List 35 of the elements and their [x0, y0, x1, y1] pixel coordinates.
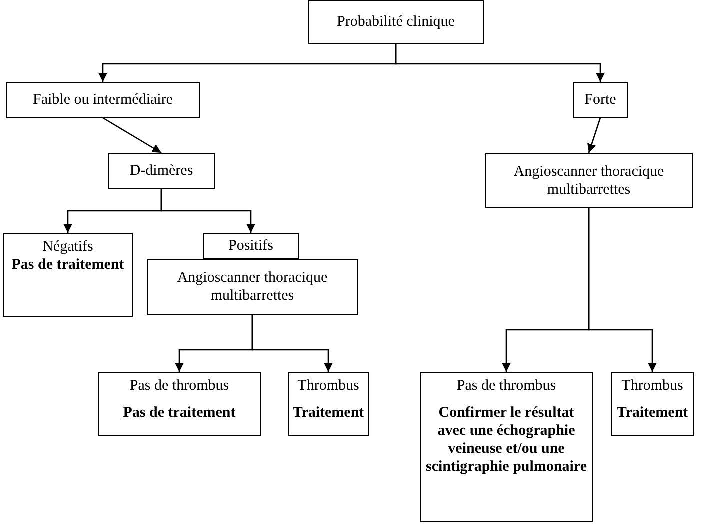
arrow	[588, 118, 602, 154]
process-box	[203, 233, 299, 259]
process-box	[108, 153, 215, 189]
box-note: Confirmer le résultat avec une échographie veineuse et/ou une scintigraphie pulmonaire	[426, 404, 587, 476]
box-heading: Pas de thrombus	[130, 377, 230, 395]
box-note: Pas de traitement	[123, 404, 236, 422]
box-heading: Thrombus	[298, 377, 360, 395]
box-heading: D-dimères	[130, 162, 194, 180]
process-box	[147, 259, 358, 315]
box-heading: Pas de thrombus	[456, 377, 556, 395]
box-heading: Angioscanner thoracique multibarrettes	[512, 162, 666, 198]
arrow	[102, 117, 162, 154]
box-heading: Négatifs	[42, 238, 94, 256]
process-box	[611, 372, 694, 436]
arrow	[160, 189, 256, 233]
process-box	[288, 372, 369, 436]
box-heading: Thrombus	[622, 377, 684, 395]
arrow	[395, 44, 605, 82]
process-box	[3, 233, 133, 317]
box-note: Traitement	[292, 404, 364, 422]
process-box	[98, 372, 261, 436]
box-heading: Forte	[584, 91, 616, 109]
arrow	[588, 208, 657, 372]
box-note: Pas de traitement	[12, 256, 124, 274]
box-heading: Probabilité clinique	[337, 13, 455, 31]
box-heading: Positifs	[228, 237, 274, 255]
process-box	[6, 82, 200, 118]
process-box	[573, 82, 628, 118]
process-box	[308, 0, 484, 44]
arrow	[252, 315, 333, 372]
box-heading: Angioscanner thoracique multibarrettes	[176, 269, 329, 305]
box-note: Traitement	[616, 404, 688, 422]
process-box	[420, 372, 593, 522]
process-box	[485, 153, 693, 208]
box-heading: Faible ou intermédiaire	[33, 91, 173, 109]
